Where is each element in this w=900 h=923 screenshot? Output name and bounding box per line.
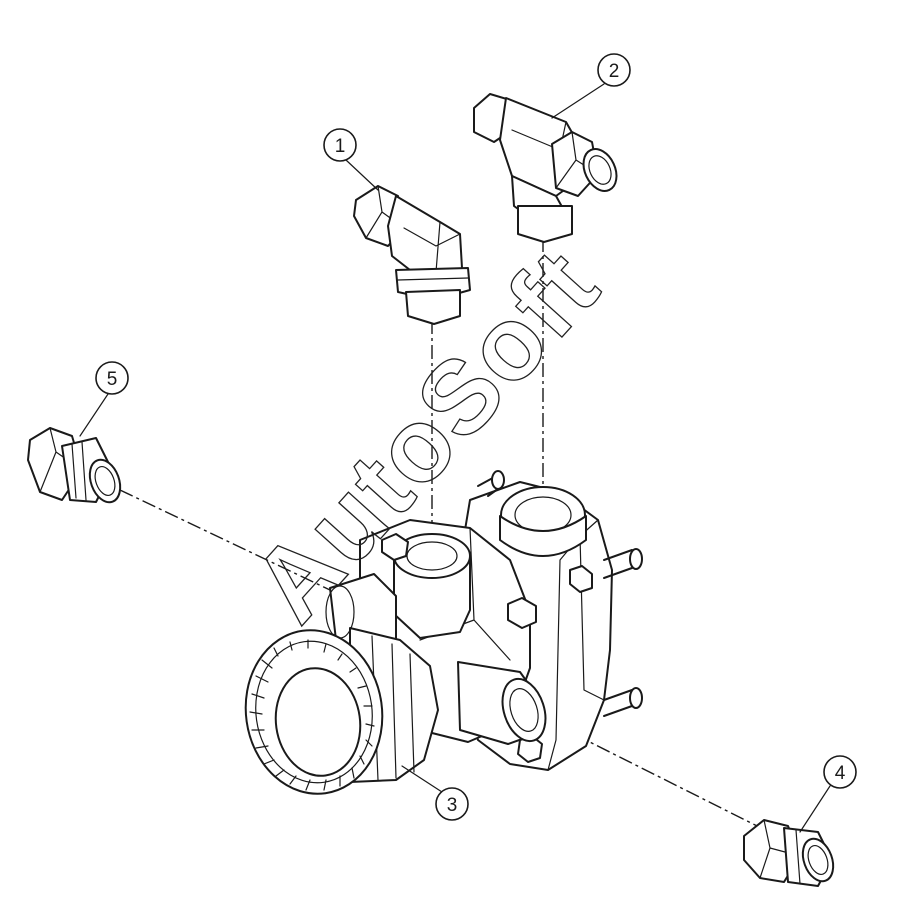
callout-4: 4 [799, 755, 857, 833]
callout-1: 1 [323, 128, 379, 191]
callout-1-label: 1 [335, 136, 346, 157]
callout-2-label: 2 [609, 61, 620, 82]
callout-4-label: 4 [835, 763, 846, 784]
callout-2: 2 [551, 53, 631, 119]
part-3-valve-body [244, 470, 643, 795]
part-4-straight-fitting [743, 819, 835, 887]
cap-ribs [249, 639, 375, 791]
callout-5-label: 5 [107, 369, 118, 390]
part-1-elbow-fitting [353, 185, 471, 325]
callout-3-label: 3 [447, 795, 458, 816]
callout-5: 5 [79, 361, 129, 437]
callouts: 1 2 3 4 5 [79, 53, 857, 833]
callout-3: 3 [401, 765, 469, 821]
part-5-straight-fitting [27, 427, 122, 504]
part-2-tee-fitting [473, 93, 618, 243]
